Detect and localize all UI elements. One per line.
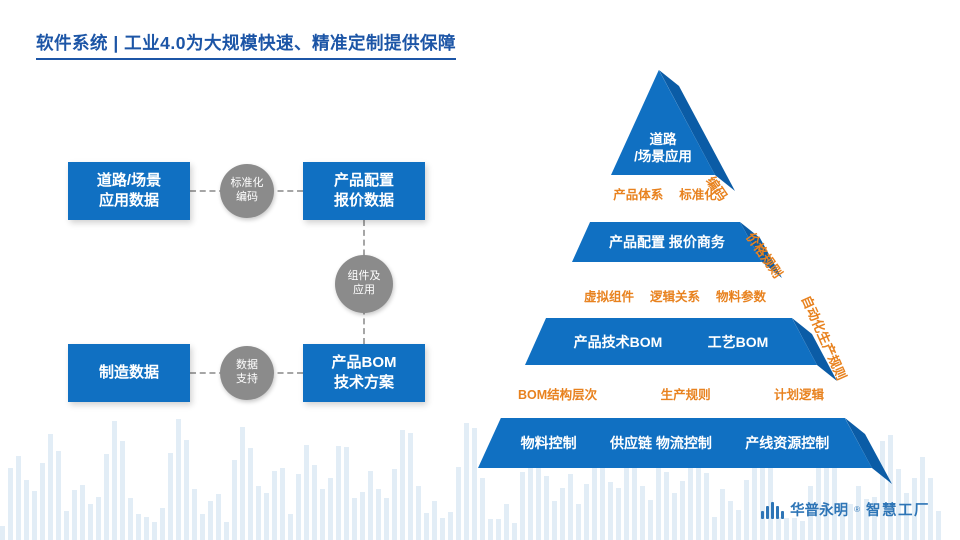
pyramid-gap-label-1: 产品体系 标准化 — [580, 184, 750, 203]
pyramid-level-material-control: 物料控制 — [520, 435, 577, 451]
flow-box-road-scene-data: 道路/场景 应用数据 — [68, 162, 190, 220]
pyramid-diagram: 道路 /场景应用 产品配置 报价商务 产品技术BOM 工艺BOM 物料控制 供应… — [470, 60, 900, 485]
pyramid-level-product-config: 产品配置 报价商务 — [572, 222, 762, 262]
flow-box-manufacturing-data: 制造数据 — [68, 344, 190, 402]
gap1-item-standardization: 标准化 — [679, 188, 717, 202]
gap3-item-bom-structure: BOM结构层次 — [518, 388, 598, 402]
gap3-item-plan-logic: 计划逻辑 — [773, 388, 824, 402]
gap2-item-virtual-components: 虚拟组件 — [583, 290, 634, 304]
gap2-item-material-params: 物料参数 — [716, 290, 767, 304]
gap2-item-logic-relations: 逻辑关系 — [649, 290, 700, 304]
flow-box-product-config-data: 产品配置 报价数据 — [303, 162, 425, 220]
logo-icon — [761, 501, 785, 519]
pyramid-level-supply-logistics: 供应链 物流控制 — [610, 435, 712, 451]
pyramid-level-line-resource: 产线资源控制 — [745, 435, 830, 451]
pyramid-gap-label-2: 虚拟组件 逻辑关系 物料参数 — [555, 286, 795, 305]
logo-registered-mark: ® — [854, 505, 860, 514]
pyramid-gap-label-3: BOM结构层次 生产规则 计划逻辑 — [518, 384, 824, 403]
logo-brand: 华普永明 — [790, 503, 849, 519]
flow-box-product-bom: 产品BOM 技术方案 — [303, 344, 425, 402]
flow-connector-standardized-coding: 标准化 编码 — [220, 164, 274, 218]
pyramid-level-bom-tech: 产品技术BOM — [573, 333, 663, 350]
company-logo: 华普永明 ® 智慧工厂 — [761, 499, 930, 520]
pyramid-level-bom: 产品技术BOM 工艺BOM — [525, 318, 817, 365]
page-title: 软件系统 | 工业4.0为大规模快速、精准定制提供保障 — [36, 30, 456, 60]
logo-suffix: 智慧工厂 — [866, 503, 930, 519]
gap3-item-production-rules: 生产规则 — [660, 388, 711, 402]
pyramid-level-control: 物料控制 供应链 物流控制 产线资源控制 — [478, 418, 872, 468]
pyramid-level-road-scene: 道路 /场景应用 — [611, 70, 715, 175]
pyramid-level-bom-process: 工艺BOM — [707, 333, 769, 350]
flow-connector-data-support: 数据 支持 — [220, 346, 274, 400]
flow-connector-components-application: 组件及 应用 — [335, 255, 393, 313]
gap1-item-product-system: 产品体系 — [613, 188, 664, 202]
waveform-decoration — [0, 380, 960, 540]
